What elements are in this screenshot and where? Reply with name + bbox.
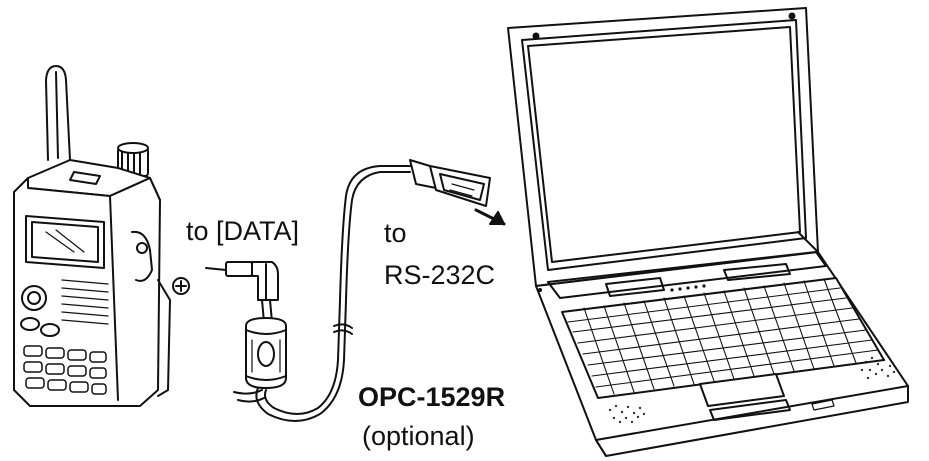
screw-icon — [173, 278, 189, 294]
radio-port-label: to [DATA] — [186, 218, 299, 245]
pc-port-label-line1: to — [384, 220, 407, 247]
ferrite-core-icon — [246, 318, 286, 388]
serial-connector-icon — [410, 160, 490, 206]
cable-model-label: OPC-1529R — [358, 384, 505, 411]
cable-note-label: (optional) — [362, 423, 475, 450]
headphone-plug-icon — [206, 262, 278, 300]
laptop-icon — [508, 8, 908, 456]
handheld-radio-icon — [14, 66, 170, 406]
pc-port-label-line2: RS-232C — [384, 262, 495, 289]
arrow-icon — [476, 210, 504, 224]
